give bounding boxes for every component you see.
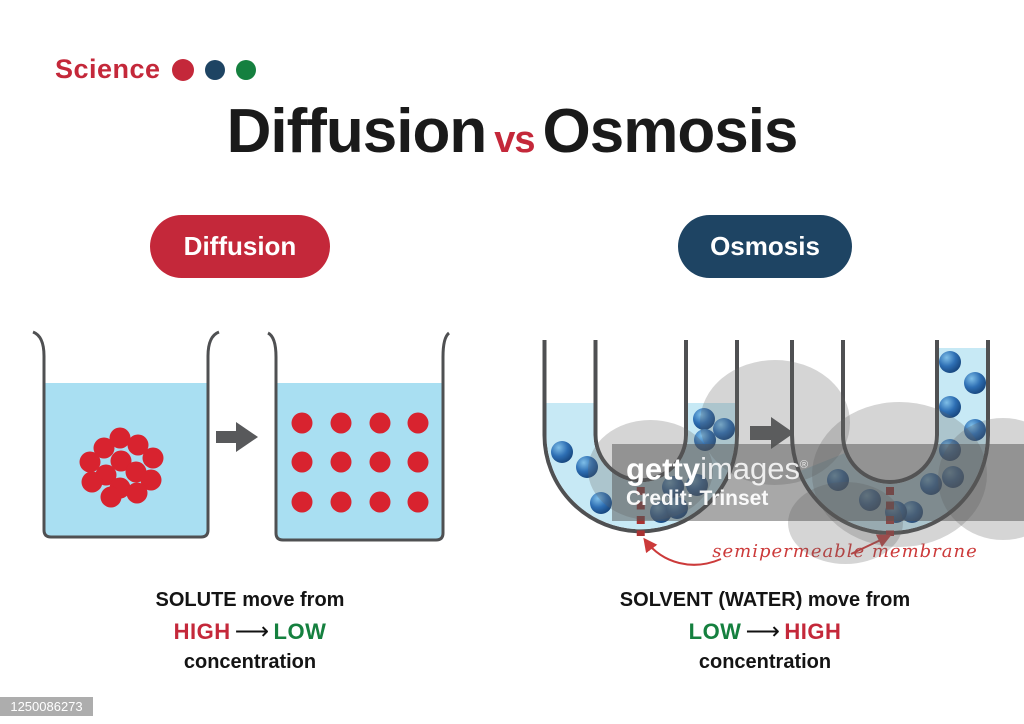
- particle: [939, 351, 961, 373]
- particle: [407, 451, 429, 473]
- utube1: [542, 340, 739, 536]
- particle: [126, 482, 148, 504]
- particle: [330, 451, 352, 473]
- particle: [291, 412, 313, 434]
- particle: [109, 427, 131, 449]
- particle: [369, 491, 391, 513]
- diffusion-from: HIGH: [173, 619, 231, 644]
- solute-cluster: [79, 427, 164, 508]
- osmosis-to: HIGH: [784, 619, 842, 644]
- particle: [127, 434, 149, 456]
- beaker1-outline: [32, 330, 220, 539]
- particle: [939, 439, 961, 461]
- diffusion-pill-label: Diffusion: [183, 231, 297, 261]
- particle: [964, 372, 986, 394]
- title-osmosis: Osmosis: [542, 97, 799, 166]
- osmosis-caption-line3: concentration: [698, 651, 832, 673]
- diffusion-diagram: [32, 330, 451, 542]
- diffusion-caption-line1: SOLUTE move from: [155, 589, 345, 611]
- particle: [576, 456, 598, 478]
- red-dot-icon: [171, 58, 194, 81]
- navy-dot-icon: [204, 59, 225, 80]
- particle: [590, 492, 612, 514]
- particle: [939, 396, 961, 418]
- particle: [827, 469, 849, 491]
- particle: [694, 429, 716, 451]
- brand-label: Science: [55, 54, 161, 84]
- asset-id-watermark: 1250086273: [0, 697, 93, 716]
- particle: [693, 408, 715, 430]
- title-diffusion: Diffusion: [226, 97, 488, 166]
- membrane-pointer-left-icon: [643, 537, 722, 566]
- particle: [330, 412, 352, 434]
- particle: [369, 451, 391, 473]
- osmosis-caption-line2: LOW⟶HIGH: [590, 616, 940, 647]
- particle: [713, 418, 735, 440]
- right-arrow-icon: ⟶: [234, 617, 270, 645]
- diffusion-caption-line3: concentration: [183, 651, 317, 673]
- green-dot-icon: [235, 59, 256, 80]
- osmosis-from: LOW: [688, 619, 742, 644]
- diffusion-arrow-icon: [216, 422, 258, 452]
- particle: [81, 471, 103, 493]
- brand: Science: [55, 54, 256, 85]
- particle: [920, 473, 942, 495]
- particle: [666, 497, 688, 519]
- osmosis-pill-label: Osmosis: [710, 231, 820, 261]
- osmosis-caption-line1: SOLVENT (WATER) move from: [619, 589, 911, 611]
- particle: [407, 491, 429, 513]
- particle: [551, 441, 573, 463]
- solute-grid: [291, 412, 429, 513]
- diffusion-caption: SOLUTE move from HIGH⟶LOW concentration: [95, 585, 405, 678]
- particle: [407, 412, 429, 434]
- osmosis-pill: Osmosis: [678, 215, 852, 278]
- particle: [140, 469, 162, 491]
- particle: [686, 474, 708, 496]
- particle: [662, 476, 684, 498]
- diffusion-to: LOW: [273, 619, 327, 644]
- right-arrow-icon: ⟶: [745, 617, 781, 645]
- title-vs: vs: [494, 119, 535, 161]
- particle: [964, 419, 986, 441]
- diffusion-caption-line2: HIGH⟶LOW: [95, 616, 405, 647]
- beaker2-outline: [267, 331, 451, 542]
- particle: [79, 451, 101, 473]
- osmosis-caption: SOLVENT (WATER) move from LOW⟶HIGH conce…: [590, 585, 940, 678]
- osmosis-arrow-icon: [750, 417, 794, 449]
- particle: [110, 450, 132, 472]
- particle: [942, 466, 964, 488]
- particle: [93, 437, 115, 459]
- particle: [100, 486, 122, 508]
- particle: [369, 412, 391, 434]
- particle: [291, 451, 313, 473]
- particle: [859, 489, 881, 511]
- membrane-annotation: semipermeable membrane: [712, 541, 978, 562]
- particle: [330, 491, 352, 513]
- particle: [142, 447, 164, 469]
- utube2: [790, 340, 990, 536]
- membrane-pointer-right-icon: [850, 534, 892, 555]
- particle: [291, 491, 313, 513]
- diffusion-pill: Diffusion: [150, 215, 330, 278]
